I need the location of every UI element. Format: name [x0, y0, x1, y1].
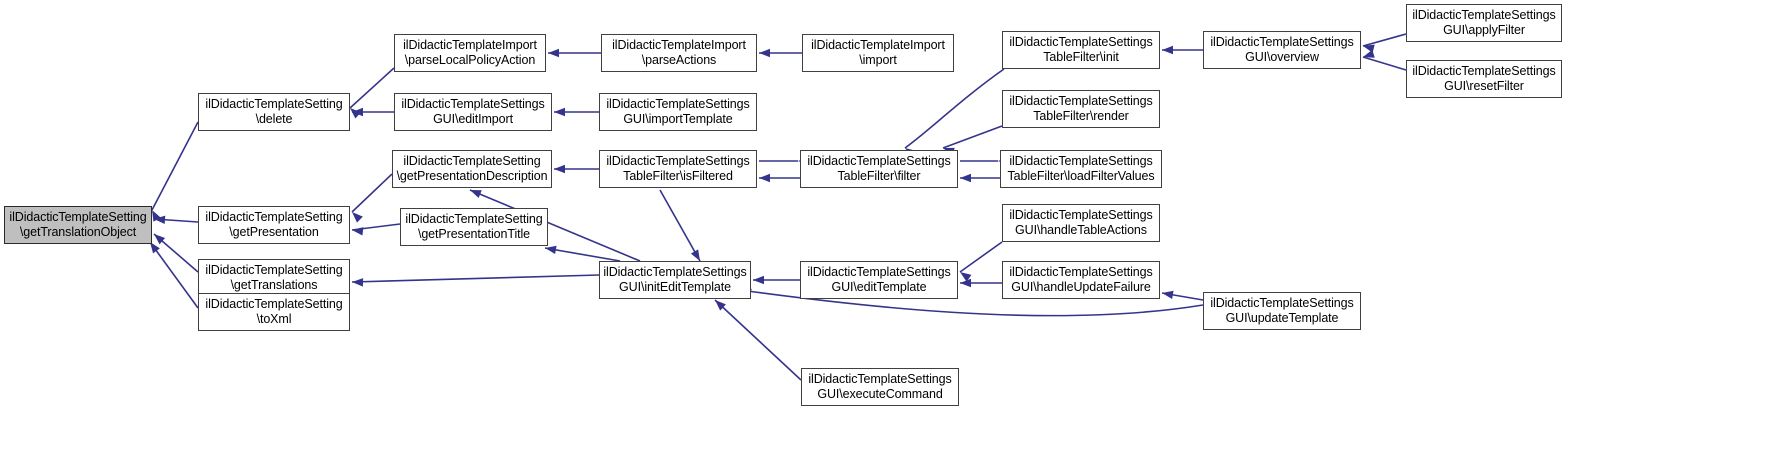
edge-toXml-to-getTranslationObject	[149, 241, 199, 309]
graph-node-label: ilDidacticTemplateImport \parseLocalPoli…	[403, 38, 537, 67]
graph-node-getPresentationTitle[interactable]: ilDidacticTemplateSetting \getPresentati…	[400, 208, 548, 246]
graph-node-label: ilDidacticTemplateSetting \getTranslatio…	[9, 210, 147, 239]
graph-node-isFiltered[interactable]: ilDidacticTemplateSettings TableFilter\i…	[599, 150, 757, 188]
arrowhead-importTemplate-to-editImport	[554, 107, 565, 117]
graph-node-parseActions[interactable]: ilDidacticTemplateImport \parseActions	[601, 34, 757, 72]
arrowhead-getPresentationTitle-to-getPresentation	[352, 227, 364, 236]
graph-node-handleTableActions[interactable]: ilDidacticTemplateSettings GUI\handleTab…	[1002, 204, 1160, 242]
graph-node-getPresentationDescription[interactable]: ilDidacticTemplateSetting \getPresentati…	[392, 150, 552, 188]
edge-initEditTemplate-to-getPresentationTitle	[544, 247, 621, 262]
graph-node-label: ilDidacticTemplateSetting \getTranslatio…	[205, 263, 343, 292]
edge-getTranslations-to-getTranslationObject	[153, 233, 199, 273]
arrowhead-loadFilterValues-to-filter	[960, 173, 971, 183]
edge-resetFilter-to-overview	[1362, 56, 1407, 71]
graph-node-label: ilDidacticTemplateSettings TableFilter\i…	[606, 154, 750, 183]
graph-node-label: ilDidacticTemplateSetting \getPresentati…	[396, 154, 548, 183]
arrowhead-getPresentationDescription-to-getPresentation	[352, 212, 363, 223]
graph-node-overview[interactable]: ilDidacticTemplateSettings GUI\overview	[1203, 31, 1361, 69]
graph-node-label: ilDidacticTemplateSettings GUI\importTem…	[606, 97, 750, 126]
graph-node-label: ilDidacticTemplateImport \import	[811, 38, 945, 67]
graph-node-label: ilDidacticTemplateSettings TableFilter\l…	[1007, 154, 1155, 183]
graph-node-label: ilDidacticTemplateSettings GUI\resetFilt…	[1412, 64, 1556, 93]
graph-node-label: ilDidacticTemplateSetting \getPresentati…	[205, 210, 343, 239]
arrowhead-import-to-parseActions	[759, 48, 770, 58]
arrowhead-handleTableActions-to-editTemplate	[960, 272, 972, 282]
graph-node-importTemplate[interactable]: ilDidacticTemplateSettings GUI\importTem…	[599, 93, 757, 131]
graph-node-applyFilter[interactable]: ilDidacticTemplateSettings GUI\applyFilt…	[1406, 4, 1562, 42]
graph-node-label: ilDidacticTemplateSettings GUI\initEditT…	[603, 265, 747, 294]
graph-node-label: ilDidacticTemplateSettings GUI\editImpor…	[401, 97, 545, 126]
arrowhead-editImport-to-delete	[352, 107, 363, 117]
graph-node-loadFilterValues[interactable]: ilDidacticTemplateSettings TableFilter\l…	[1000, 150, 1162, 188]
graph-node-label: ilDidacticTemplateSettings GUI\editTempl…	[807, 265, 951, 294]
graph-node-label: ilDidacticTemplateSetting \toXml	[205, 297, 343, 326]
arrowhead-editTemplate-to-initEditTemplate	[753, 275, 764, 285]
graph-node-delete[interactable]: ilDidacticTemplateSetting \delete	[198, 93, 350, 131]
graph-node-editTemplate[interactable]: ilDidacticTemplateSettings GUI\editTempl…	[800, 261, 958, 299]
graph-node-label: ilDidacticTemplateSettings GUI\applyFilt…	[1412, 8, 1556, 37]
edge-isFiltered-to-initEditTemplate	[659, 189, 701, 262]
graph-node-resetFilter[interactable]: ilDidacticTemplateSettings GUI\resetFilt…	[1406, 60, 1562, 98]
edge-executeCommand-to-initEditTemplate	[714, 299, 802, 381]
arrowhead-updateTemplate-to-handleUpdateFailure	[1162, 290, 1174, 300]
graph-node-toXml[interactable]: ilDidacticTemplateSetting \toXml	[198, 293, 350, 331]
arrowhead-handleUpdateFailure-to-editTemplate	[960, 278, 971, 288]
arrowhead-filter-to-isFiltered	[759, 173, 770, 183]
edge-getPresentationDescription-to-getPresentation	[351, 173, 393, 213]
graph-node-tableFilterInit[interactable]: ilDidacticTemplateSettings TableFilter\i…	[1002, 31, 1160, 69]
arrowhead-getTranslations-to-getTranslationObject	[154, 234, 166, 245]
graph-node-label: ilDidacticTemplateSetting \delete	[205, 97, 343, 126]
graph-node-label: ilDidacticTemplateSettings TableFilter\r…	[1009, 94, 1153, 123]
arrowhead-applyFilter-to-overview	[1363, 44, 1375, 53]
graph-node-label: ilDidacticTemplateSettings TableFilter\f…	[807, 154, 951, 183]
graph-node-label: ilDidacticTemplateSettings GUI\handleTab…	[1009, 208, 1153, 237]
edge-getPresentationTitle-to-getPresentation	[351, 223, 401, 231]
arrowhead-initEditTemplate-to-getTranslations	[352, 278, 364, 287]
graph-node-label: ilDidacticTemplateSetting \getPresentati…	[405, 212, 543, 241]
graph-node-parseLocalPolicyAction[interactable]: ilDidacticTemplateImport \parseLocalPoli…	[394, 34, 546, 72]
arrowhead-resetFilter-to-overview	[1363, 49, 1375, 58]
arrowhead-parseActions-to-parseLocalPolicyAction	[548, 48, 559, 58]
edge-applyFilter-to-overview	[1362, 33, 1407, 47]
graph-node-label: ilDidacticTemplateImport \parseActions	[612, 38, 746, 67]
graph-node-updateTemplate[interactable]: ilDidacticTemplateSettings GUI\updateTem…	[1203, 292, 1361, 330]
edge-initEditTemplate-to-getTranslations	[351, 274, 600, 283]
edge-tableFilterInit-to-filter	[904, 68, 1005, 149]
arrowhead-isFiltered-to-getPresentationDescription	[554, 164, 565, 174]
graph-node-label: ilDidacticTemplateSettings GUI\updateTem…	[1210, 296, 1354, 325]
graph-node-getTranslations[interactable]: ilDidacticTemplateSetting \getTranslatio…	[198, 259, 350, 297]
graph-node-editImport[interactable]: ilDidacticTemplateSettings GUI\editImpor…	[394, 93, 552, 131]
graph-node-label: ilDidacticTemplateSettings TableFilter\i…	[1009, 35, 1153, 64]
graph-node-getPresentation[interactable]: ilDidacticTemplateSetting \getPresentati…	[198, 206, 350, 244]
graph-node-label: ilDidacticTemplateSettings GUI\executeCo…	[808, 372, 952, 401]
graph-node-filter[interactable]: ilDidacticTemplateSettings TableFilter\f…	[800, 150, 958, 188]
graph-node-label: ilDidacticTemplateSettings GUI\handleUpd…	[1009, 265, 1153, 294]
graph-node-import[interactable]: ilDidacticTemplateImport \import	[802, 34, 954, 72]
edge-handleTableActions-to-editTemplate	[959, 241, 1003, 273]
edge-parseLocalPolicyAction-to-delete	[349, 67, 395, 109]
graph-node-getTranslationObject[interactable]: ilDidacticTemplateSetting \getTranslatio…	[4, 206, 152, 244]
graph-node-executeCommand[interactable]: ilDidacticTemplateSettings GUI\executeCo…	[801, 368, 959, 406]
edge-render-to-filter	[942, 125, 1003, 149]
graph-node-handleUpdateFailure[interactable]: ilDidacticTemplateSettings GUI\handleUpd…	[1002, 261, 1160, 299]
edge-getPresentation-to-getTranslationObject	[153, 218, 199, 223]
edge-updateTemplate-to-handleUpdateFailure	[1161, 292, 1204, 301]
graph-node-render[interactable]: ilDidacticTemplateSettings TableFilter\r…	[1002, 90, 1160, 128]
arrowhead-overview-to-tableFilterInit	[1162, 45, 1173, 55]
edge-delete-to-getTranslationObject	[151, 121, 199, 211]
arrowhead-getPresentation-to-getTranslationObject	[154, 215, 166, 224]
graph-node-initEditTemplate[interactable]: ilDidacticTemplateSettings GUI\initEditT…	[599, 261, 751, 299]
graph-node-label: ilDidacticTemplateSettings GUI\overview	[1210, 35, 1354, 64]
